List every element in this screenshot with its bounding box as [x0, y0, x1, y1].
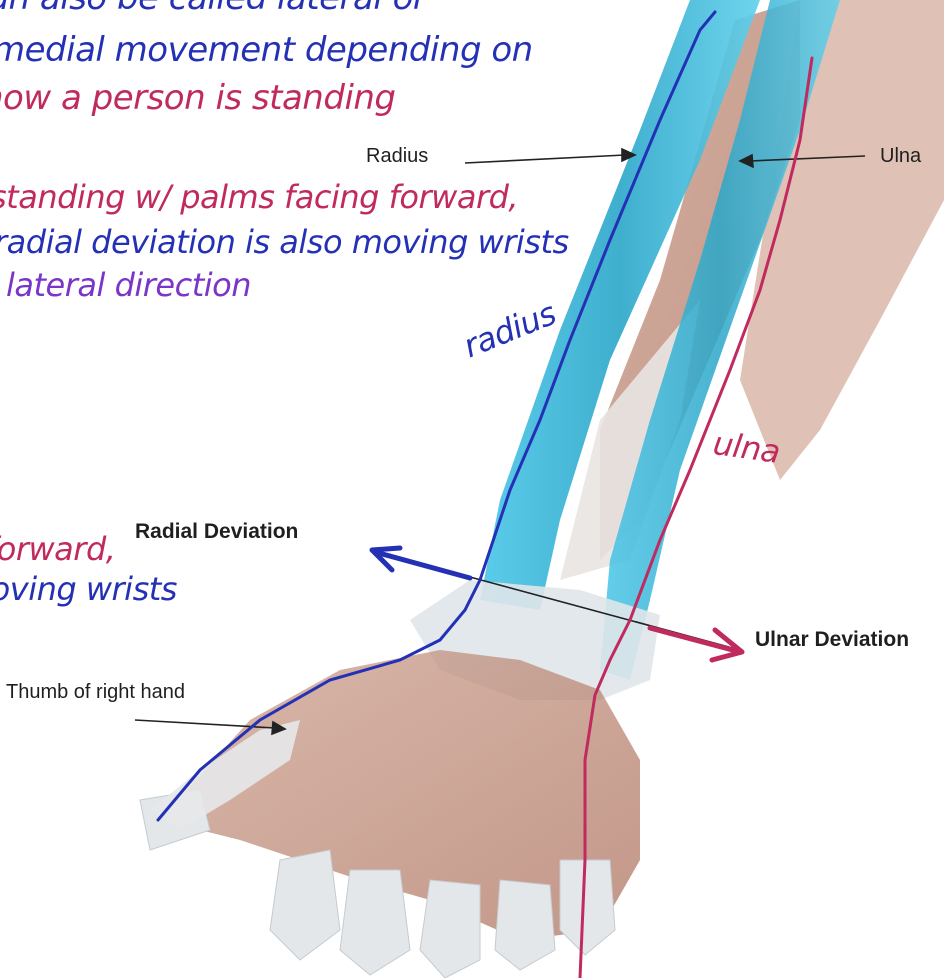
left-note-line-2: moving wrists [0, 570, 177, 608]
radial-deviation-label: Radial Deviation [135, 520, 299, 543]
note-line-5: radial deviation is also moving wrists [0, 223, 569, 261]
thumb [150, 720, 300, 830]
ulna-outline-stroke [578, 56, 814, 978]
note-line-2: medial movement depending on [0, 30, 533, 70]
hand-muscles [160, 650, 640, 940]
note-line-3: how a person is standing [0, 78, 396, 118]
radius-label: Radius [366, 145, 429, 167]
note-line-1: can also be called lateral or [0, 0, 427, 18]
thumb-label: Thumb of right hand [6, 681, 185, 703]
note-line-6: lateral direction [6, 266, 252, 304]
forearm-tendons [560, 300, 700, 580]
ulnar-deviation-label: Ulnar Deviation [755, 628, 910, 651]
note-line-4: standing w/ palms facing forward, [0, 178, 519, 216]
radius-bone [480, 0, 760, 610]
radial-deviation-arrow [369, 545, 473, 581]
radius-outline-stroke [156, 10, 717, 822]
ulnar-deviation-arrow [647, 625, 745, 663]
ulna-bone [600, 0, 840, 680]
ulna-label: Ulna [880, 145, 922, 167]
left-note-line-1: forward, [0, 530, 116, 568]
